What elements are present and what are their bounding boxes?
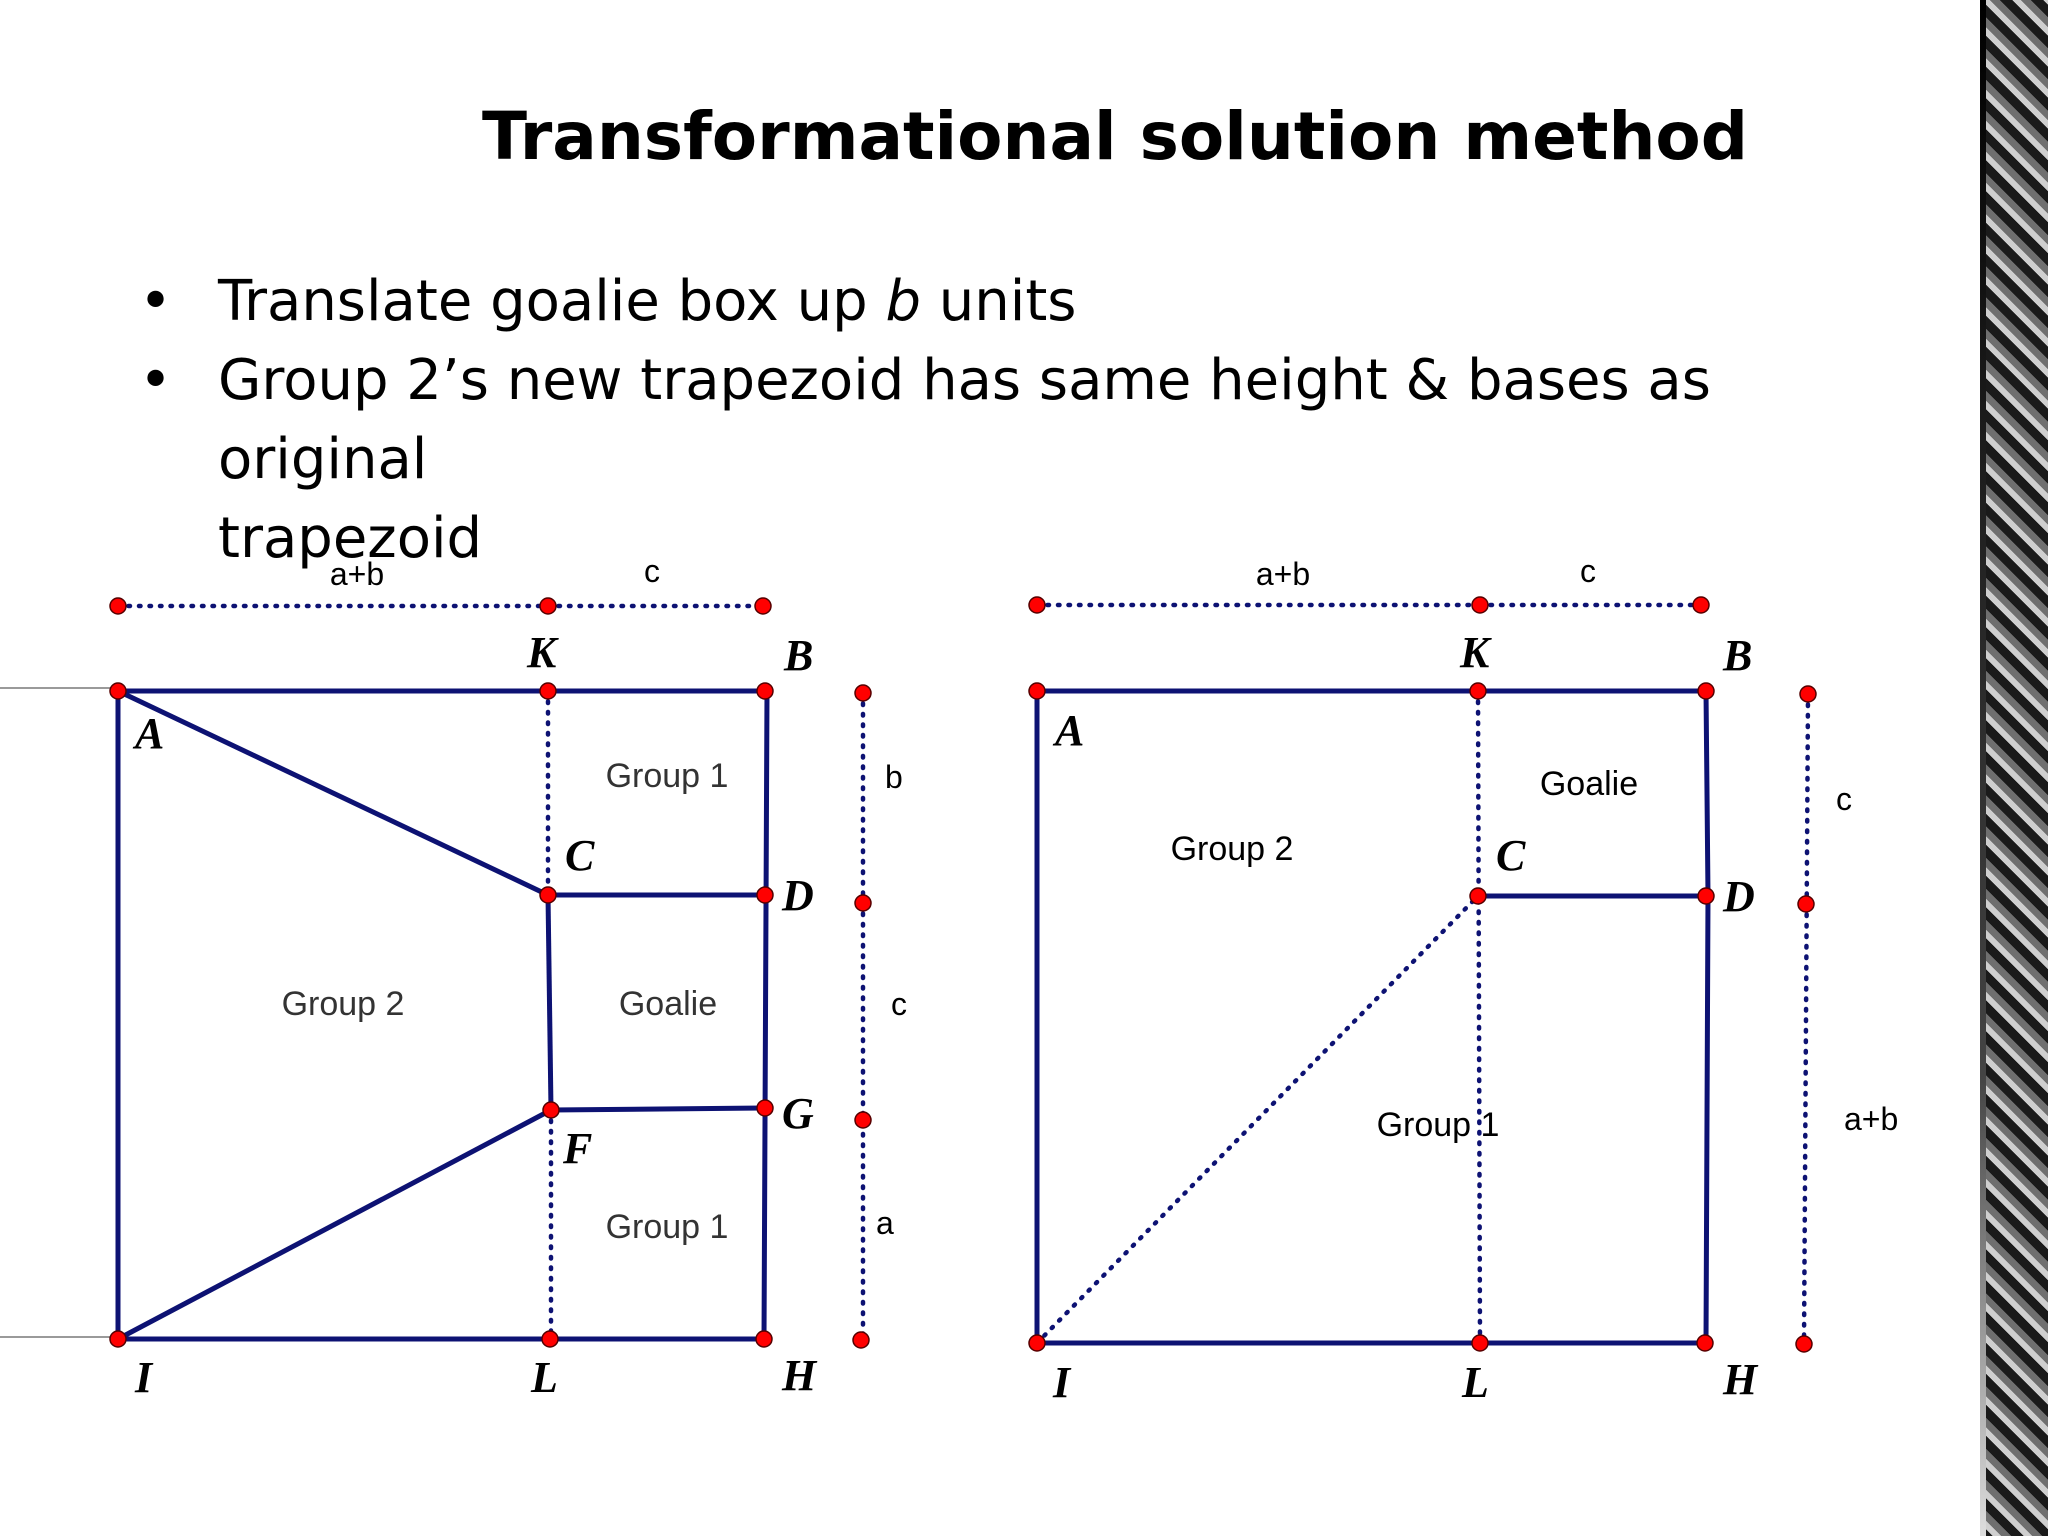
measure-endpoint [1799,685,1817,703]
measure-endpoint [1692,596,1710,614]
measure-endpoint [1795,1335,1813,1353]
point-B [756,682,774,700]
region-label-goalie: Goalie [1540,765,1638,803]
region-label-group-2: Group 2 [282,985,405,1023]
dotted-segment-KL [1475,688,1483,1346]
bullet-variable: b [885,269,921,334]
region-label-goalie: Goalie [619,985,717,1023]
bullet-marker: • [139,269,173,334]
vertex-label-D: D [1722,872,1755,921]
right-figure: a+b c c a+b A K B C D I L H Goalie Group… [1028,553,1898,1407]
point-D [1697,887,1715,905]
vertex-label-K: K [1459,628,1492,677]
vertex-label-C: C [1496,831,1526,880]
measure-endpoint [854,1111,872,1129]
segment-IF [116,1107,553,1342]
left-figure: a+b c b c a A K B C D F G I L H Group 1 … [109,553,907,1402]
measure-label-top: c [1580,553,1596,589]
vertex-label-L: L [530,1353,558,1402]
vertex-label-H: H [781,1351,818,1400]
region-label-group-1: Group 1 [606,1208,729,1246]
outer-square [1034,688,1711,1346]
bullet-item: • Group 2’s new trapezoid has same heigh… [135,341,1895,578]
point-A [109,682,127,700]
point-H [755,1330,773,1348]
decorative-side-strip [1980,0,2048,1536]
bullet-text-continued: trapezoid [218,506,483,571]
measure-endpoint [754,597,772,615]
segment-CF [545,894,554,1111]
point-L [541,1330,559,1348]
measure-label-top: c [644,553,660,589]
measure-label-top: a+b [1256,556,1310,592]
measure-endpoint [854,684,872,702]
bullet-text: Group 2’s new trapezoid has same height … [218,348,1711,492]
vertex-label-C: C [565,831,595,880]
measure-endpoint [1028,596,1046,614]
measure-label-top: a+b [330,556,384,592]
measure-endpoint [852,1331,870,1349]
point-C [539,886,557,904]
point-G [756,1099,774,1117]
point-B [1697,682,1715,700]
vertex-label-L: L [1461,1358,1489,1407]
point-A [1028,682,1046,700]
point-K [539,682,557,700]
region-label-group-1: Group 1 [606,757,729,795]
bullet-list: • Translate goalie box up b units • Grou… [135,262,1895,578]
point-K [1469,682,1487,700]
measure-endpoint [1471,596,1489,614]
measure-endpoint [854,894,872,912]
vertex-label-I: I [1052,1358,1072,1407]
vertex-label-K: K [526,628,559,677]
measure-endpoint [109,597,127,615]
bullet-item: • Translate goalie box up b units [135,262,1895,341]
dotted-segment-IC [1034,893,1481,1346]
vertex-label-D: D [781,871,814,920]
measure-line-side [1801,691,1811,1347]
measure-endpoint [1797,895,1815,913]
region-label-group-2: Group 2 [1171,830,1294,868]
measure-label-side: c [891,986,907,1022]
vertex-label-F: F [562,1124,592,1173]
bullet-marker: • [139,348,173,413]
vertex-label-I: I [134,1353,154,1402]
segment-FG [550,1105,766,1113]
bullet-text-end: units [920,269,1077,334]
point-F [542,1101,560,1119]
point-L [1471,1334,1489,1352]
vertex-label-A: A [1052,706,1084,755]
point-H [1696,1334,1714,1352]
measure-label-side: a+b [1844,1101,1898,1137]
measure-label-side: b [885,759,903,795]
vertex-label-G: G [782,1089,814,1138]
slide-title: Transformational solution method [481,98,1749,175]
measure-label-side: a [876,1205,894,1241]
point-C [1469,887,1487,905]
bullet-text: Translate goalie box up [218,269,886,334]
decorative-side-edge [1980,0,1986,1536]
point-D [756,886,774,904]
vertex-label-B: B [1722,631,1752,680]
vertex-label-A: A [132,709,164,758]
point-I [1028,1334,1046,1352]
segment-AC [116,688,550,898]
vertex-label-H: H [1722,1355,1759,1404]
point-I [109,1330,127,1348]
region-label-group-1: Group 1 [1377,1106,1500,1144]
vertex-label-B: B [783,631,813,680]
measure-label-side: c [1836,781,1852,817]
measure-endpoint [539,597,557,615]
